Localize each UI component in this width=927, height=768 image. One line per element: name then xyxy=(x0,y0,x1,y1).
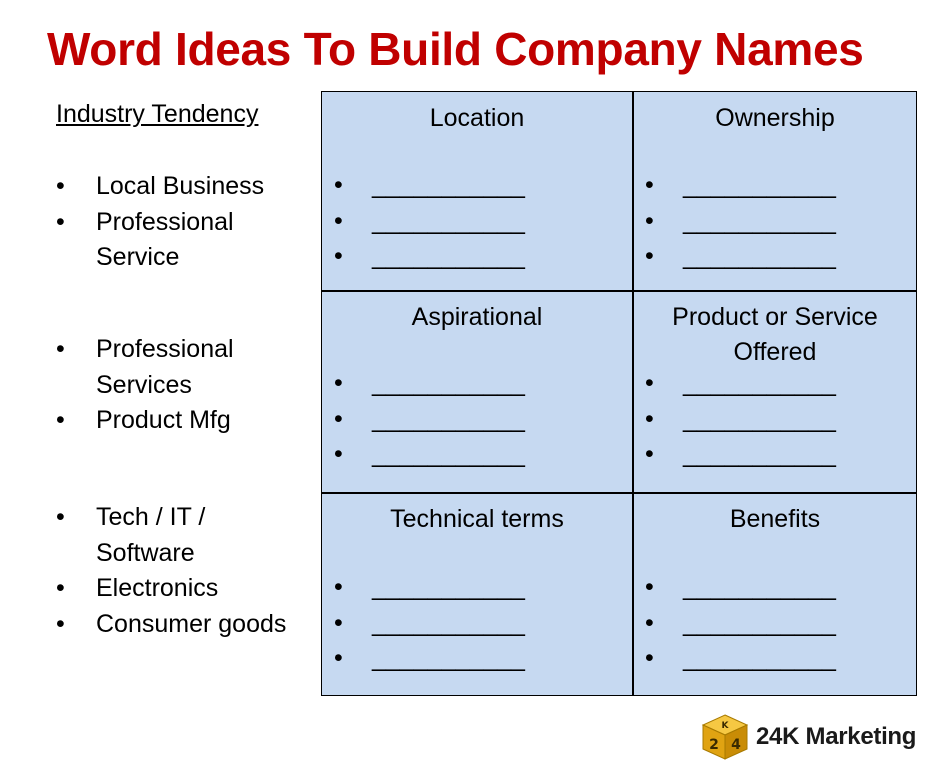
blank-line: ___________ xyxy=(372,242,525,270)
blank-line: ___________ xyxy=(683,369,836,397)
cell-title: Ownership xyxy=(715,104,835,132)
list-item: ___________ xyxy=(334,606,525,642)
grid-divider-vertical xyxy=(632,92,634,695)
logo-char: K xyxy=(722,721,730,731)
industry-group-professional: Professional Services Product Mfg xyxy=(56,332,234,439)
list-item: ___________ xyxy=(645,366,836,402)
industry-group-tech: Tech / IT / Software Electronics Consume… xyxy=(56,500,286,642)
blank-line: ___________ xyxy=(372,608,525,637)
list-item: Local Business xyxy=(56,169,264,205)
blank-list: ___________ ___________ ___________ xyxy=(334,168,525,275)
blank-line: ___________ xyxy=(372,171,525,199)
blank-line: ___________ xyxy=(683,608,836,637)
list-item: Professional Service xyxy=(56,205,264,276)
list-item: ___________ xyxy=(645,204,836,240)
cell-title: Product or Service Offered xyxy=(672,303,878,366)
industry-tendency-heading: Industry Tendency xyxy=(56,100,259,128)
cell-benefits: Benefits ___________ ___________ _______… xyxy=(633,493,917,697)
blank-line: ___________ xyxy=(372,440,525,468)
blank-line: ___________ xyxy=(683,242,836,270)
blank-list: ___________ ___________ ___________ xyxy=(645,168,836,275)
list-item: ___________ xyxy=(334,204,525,240)
list-item: ___________ xyxy=(645,239,836,275)
list-item: ___________ xyxy=(645,570,836,606)
blank-line: ___________ xyxy=(683,573,836,601)
page-title: Word Ideas To Build Company Names xyxy=(47,23,864,75)
industry-group-local: Local Business Professional Service xyxy=(56,169,264,276)
cell-technical-terms: Technical terms ___________ ___________ … xyxy=(322,493,632,697)
blank-list: ___________ ___________ ___________ xyxy=(334,570,525,677)
list-item: Professional Services xyxy=(56,332,234,403)
list-item: ___________ xyxy=(645,168,836,204)
logo-char: 2 xyxy=(709,737,719,753)
gold-cube-logo-icon: K 2 4 xyxy=(701,714,749,760)
list-item: ___________ xyxy=(645,641,836,677)
list-item: Consumer goods xyxy=(56,607,286,643)
blank-line: ___________ xyxy=(372,206,525,235)
word-ideas-grid: Location ___________ ___________ _______… xyxy=(321,91,917,696)
list-item: ___________ xyxy=(645,402,836,438)
blank-list: ___________ ___________ ___________ xyxy=(645,570,836,677)
blank-line: ___________ xyxy=(372,573,525,601)
logo-text: 24K Marketing xyxy=(756,723,917,750)
list-item: ___________ xyxy=(334,641,525,677)
grid-divider-horizontal xyxy=(322,290,916,292)
cell-product-or-service: Product or Service Offered ___________ _… xyxy=(633,291,917,491)
list-item: ___________ xyxy=(334,570,525,606)
list-item: ___________ xyxy=(334,168,525,204)
list-item: Product Mfg xyxy=(56,403,234,439)
list-item: ___________ xyxy=(334,366,525,402)
cell-title: Technical terms xyxy=(390,505,564,533)
blank-line: ___________ xyxy=(683,404,836,433)
blank-line: ___________ xyxy=(372,404,525,433)
list-item: Electronics xyxy=(56,571,286,607)
blank-line: ___________ xyxy=(683,206,836,235)
blank-line: ___________ xyxy=(372,369,525,397)
list-item: ___________ xyxy=(645,437,836,473)
blank-list: ___________ ___________ ___________ xyxy=(645,366,836,473)
cell-title: Location xyxy=(429,104,525,132)
blank-list: ___________ ___________ ___________ xyxy=(334,366,525,473)
cell-title: Aspirational xyxy=(411,303,543,331)
list-item: Tech / IT / Software xyxy=(56,500,286,571)
list-item: ___________ xyxy=(334,239,525,275)
grid-divider-horizontal xyxy=(322,492,916,494)
blank-line: ___________ xyxy=(683,171,836,199)
cell-ownership: Ownership ___________ ___________ ______… xyxy=(633,92,917,290)
list-item: ___________ xyxy=(334,437,525,473)
list-item: ___________ xyxy=(334,402,525,438)
blank-line: ___________ xyxy=(683,440,836,468)
cell-title: Benefits xyxy=(729,505,821,533)
list-item: ___________ xyxy=(645,606,836,642)
logo-char: 4 xyxy=(731,737,741,753)
cell-location: Location ___________ ___________ _______… xyxy=(322,92,632,290)
blank-line: ___________ xyxy=(372,644,525,672)
blank-line: ___________ xyxy=(683,644,836,672)
cell-aspirational: Aspirational ___________ ___________ ___… xyxy=(322,291,632,491)
